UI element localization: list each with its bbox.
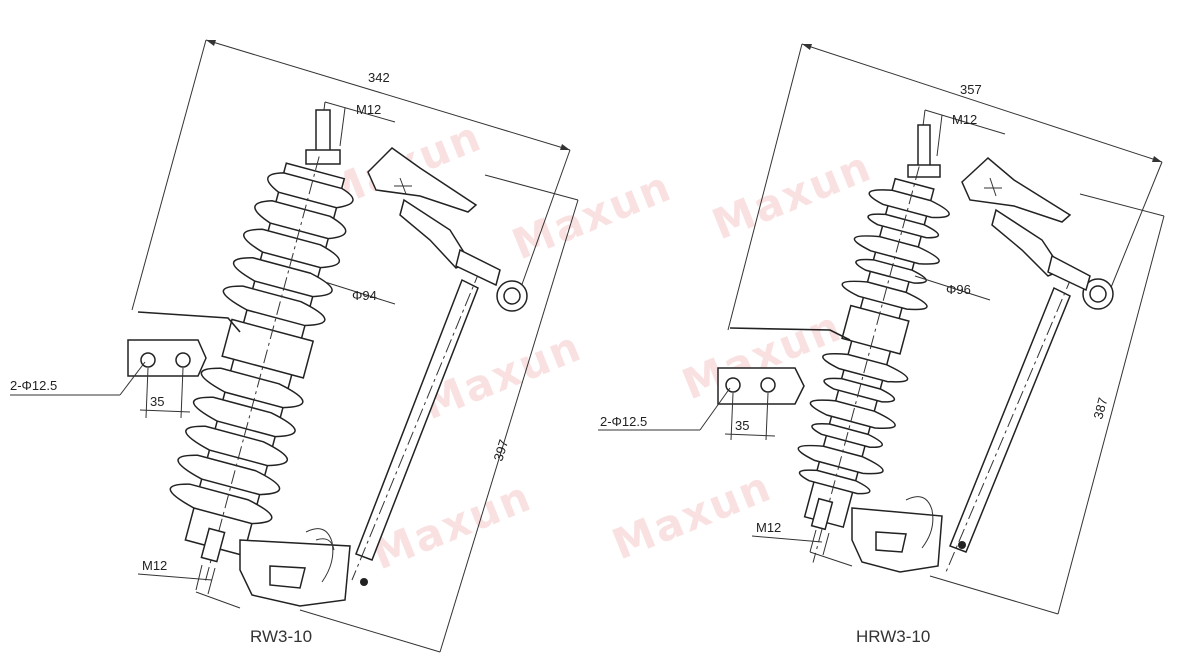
top-nut bbox=[305, 149, 341, 165]
top-nut bbox=[907, 164, 941, 178]
dim-thread-bottom-label: M12 bbox=[142, 558, 167, 573]
watermark: Maxun bbox=[505, 161, 678, 269]
dim-line-width bbox=[801, 43, 1163, 163]
dim-holes-label: 2-Φ12.5 bbox=[600, 414, 647, 429]
watermark: Maxun bbox=[705, 141, 878, 249]
dim-height-label: 397 bbox=[491, 438, 512, 463]
top-contact-hood bbox=[961, 156, 1072, 223]
dim-shed-diameter-label: Φ96 bbox=[946, 282, 971, 297]
dim-line-thread bbox=[324, 101, 396, 123]
top-stud bbox=[315, 109, 331, 156]
mounting-bracket bbox=[137, 311, 241, 333]
right-drawing: 357 M12 bbox=[598, 43, 1165, 646]
dim-width-label: 357 bbox=[960, 82, 982, 97]
dim-thread-top-label: M12 bbox=[952, 112, 977, 127]
dim-width-label: 342 bbox=[368, 70, 390, 85]
dim-thread-bottom-label: M12 bbox=[756, 520, 781, 535]
extension-line bbox=[131, 39, 207, 311]
dim-line-height bbox=[439, 199, 579, 653]
dim-line-width bbox=[205, 39, 571, 151]
model-caption: HRW3-10 bbox=[856, 627, 930, 646]
dim-thread-top-label: M12 bbox=[356, 102, 381, 117]
left-drawing: 342 M12 bbox=[10, 39, 579, 653]
top-stud bbox=[917, 124, 931, 171]
extension-line bbox=[519, 149, 571, 291]
mounting-bracket bbox=[729, 327, 851, 341]
top-contact-hood bbox=[367, 147, 478, 213]
dim-hole-pitch-label: 35 bbox=[150, 394, 164, 409]
dim-height-label: 387 bbox=[1090, 396, 1110, 421]
insulator bbox=[797, 166, 950, 563]
dim-line-height bbox=[1057, 215, 1165, 615]
model-caption: RW3-10 bbox=[250, 627, 312, 646]
insulator bbox=[169, 156, 354, 582]
dim-shed-diameter-label: Φ94 bbox=[352, 288, 377, 303]
dim-hole-pitch-label: 35 bbox=[735, 418, 749, 433]
fuse-tube bbox=[949, 286, 1071, 553]
bracket-plate bbox=[127, 339, 207, 377]
dim-holes-label: 2-Φ12.5 bbox=[10, 378, 57, 393]
watermark: Maxun bbox=[605, 461, 778, 569]
